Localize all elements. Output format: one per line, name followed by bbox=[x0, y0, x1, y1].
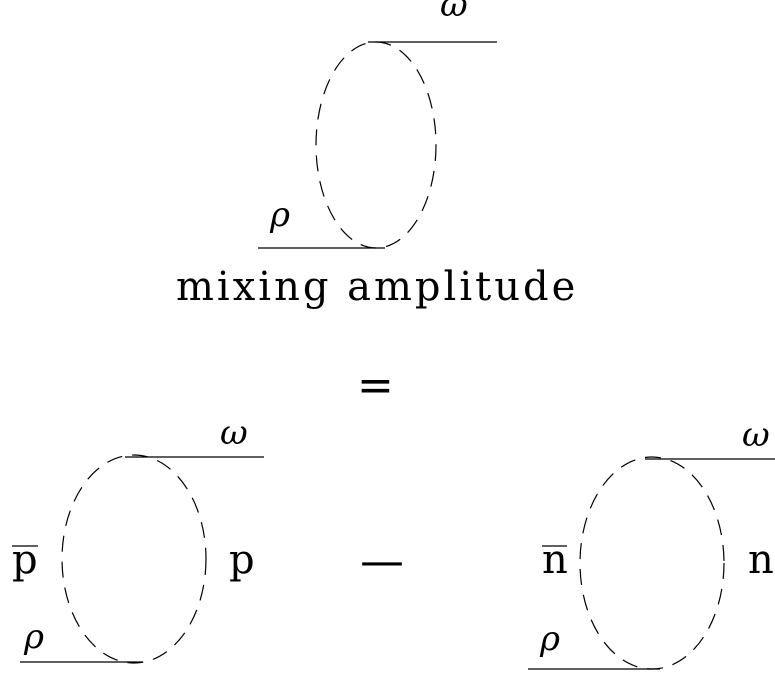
omega-label: ω bbox=[220, 413, 248, 453]
equals-sign: = bbox=[357, 360, 394, 411]
neutron-loop-diagram: ω ρ n n bbox=[528, 415, 775, 670]
omega-label: ω bbox=[742, 415, 770, 455]
loop bbox=[315, 41, 437, 249]
rho-label: ρ bbox=[539, 619, 560, 659]
rho-label: ρ bbox=[269, 195, 290, 235]
top-feynman-diagram: ω ρ bbox=[258, 0, 497, 249]
proton-loop-diagram: ω ρ p p bbox=[12, 413, 264, 664]
caption: mixing amplitude bbox=[176, 264, 578, 310]
loop bbox=[579, 456, 725, 670]
antineutron-label: n bbox=[542, 537, 568, 583]
minus-sign: — bbox=[360, 536, 404, 587]
antiproton-label: p bbox=[12, 537, 38, 583]
omega-label: ω bbox=[440, 0, 468, 25]
loop bbox=[61, 454, 207, 664]
proton-label: p bbox=[229, 537, 255, 583]
neutron-label: n bbox=[748, 537, 774, 583]
rho-label: ρ bbox=[23, 617, 44, 657]
